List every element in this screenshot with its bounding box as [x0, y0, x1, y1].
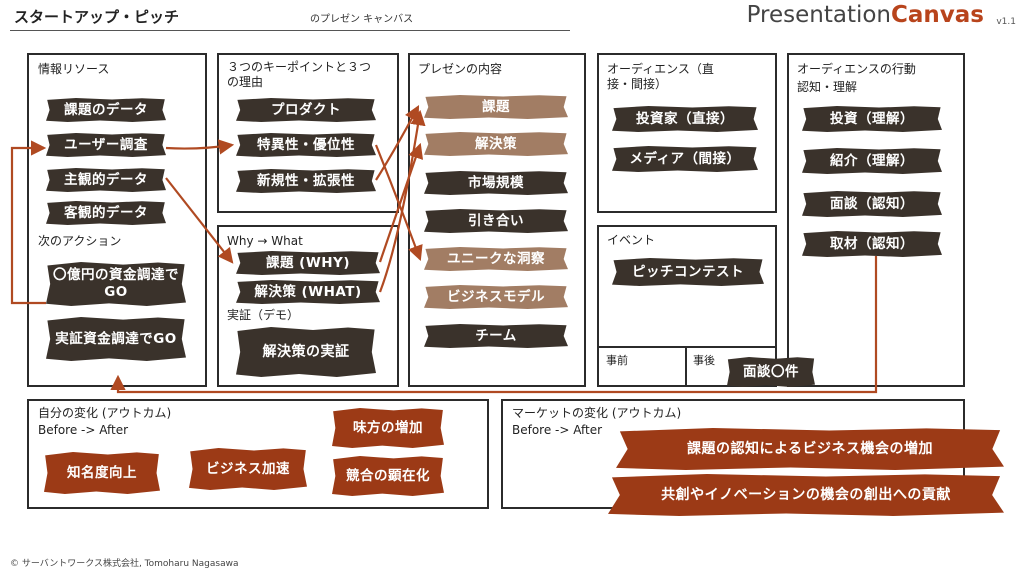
self-change-label: 自分の変化 (アウトカム) [38, 406, 172, 420]
version-label: v1.1 [996, 17, 1016, 27]
content-label: プレゼンの内容 [418, 62, 503, 76]
content-item: チーム [424, 324, 568, 348]
next-action-item: 〇億円の資金調達でGO [46, 262, 186, 306]
content-item: 引き合い [424, 209, 568, 233]
brand-logo: PresentationCanvas [747, 2, 984, 28]
key-point-item: 特異性・優位性 [236, 133, 376, 157]
panel-audience [597, 53, 777, 213]
content-item: 市場規模 [424, 171, 568, 195]
self-change-item: 味方の増加 [332, 408, 444, 448]
panel-audience-action [787, 53, 965, 387]
brand-part1: Presentation [746, 2, 892, 28]
page-subtitle: のプレゼン キャンバス [310, 14, 414, 25]
event-item: ピッチコンテスト [612, 258, 764, 286]
demo-item: 解決策の実証 [236, 327, 376, 377]
why-what-label: Why → What [227, 234, 303, 248]
audience-action-sublabel: 認知・理解 [797, 80, 858, 94]
self-change-sublabel: Before -> After [38, 423, 129, 437]
content-item: 課題 [424, 95, 568, 119]
content-item: 解決策 [424, 132, 568, 156]
event-divider-vertical [685, 346, 687, 386]
self-change-item: 知名度向上 [44, 452, 160, 494]
audience-item: メディア（間接） [612, 146, 758, 172]
audience-item: 投資家（直接） [612, 106, 758, 132]
audience-action-item: 面談（認知） [802, 191, 942, 217]
title-underline [10, 30, 570, 31]
content-item: ビジネスモデル [424, 285, 568, 309]
why-what-item: 課題 (WHY) [236, 251, 380, 275]
event-before-label: 事前 [606, 354, 628, 367]
self-change-item: ビジネス加速 [189, 448, 307, 490]
audience-action-item: 紹介（理解） [802, 148, 942, 174]
key-point-item: プロダクト [236, 98, 376, 122]
event-after-label: 事後 [693, 354, 715, 367]
content-item: ユニークな洞察 [424, 247, 568, 271]
why-what-item: 解決策 (WHAT) [236, 280, 380, 304]
market-change-item: 課題の認知によるビジネス機会の増加 [616, 428, 1004, 470]
info-resource-item: ユーザー調査 [46, 133, 166, 157]
next-action-label: 次のアクション [38, 234, 122, 248]
demo-label: 実証（デモ） [227, 308, 300, 322]
info-resources-label: 情報リソース [38, 62, 110, 76]
event-divider-horizontal [599, 346, 775, 348]
brand-part2: Canvas [891, 2, 984, 28]
event-label: イベント [607, 233, 656, 247]
page-title: スタートアップ・ピッチ [14, 8, 180, 26]
audience-action-label: オーディエンスの行動 [797, 62, 916, 76]
audience-label: オーディエンス（直接・間接） [607, 62, 714, 91]
key-points-label: ３つのキーポイントと３つの理由 [227, 60, 372, 89]
market-change-sublabel: Before -> After [512, 423, 603, 437]
self-change-item: 競合の顕在化 [332, 456, 444, 496]
info-resource-item: 課題のデータ [46, 98, 166, 122]
info-resource-item: 客観的データ [46, 201, 166, 225]
info-resource-item: 主観的データ [46, 168, 166, 192]
market-change-label: マーケットの変化 (アウトカム) [512, 406, 682, 420]
market-change-item: 共創やイノベーションの機会の創出への貢献 [608, 474, 1004, 516]
key-point-item: 新規性・拡張性 [236, 169, 376, 193]
event-after-item: 面談〇件 [727, 357, 815, 387]
audience-action-item: 投資（理解） [802, 106, 942, 132]
audience-action-item: 取材（認知） [802, 231, 942, 257]
next-action-item: 実証資金調達でGO [46, 317, 186, 361]
copyright-notice: © サーバントワークス株式会社, Tomoharu Nagasawa [10, 559, 239, 569]
